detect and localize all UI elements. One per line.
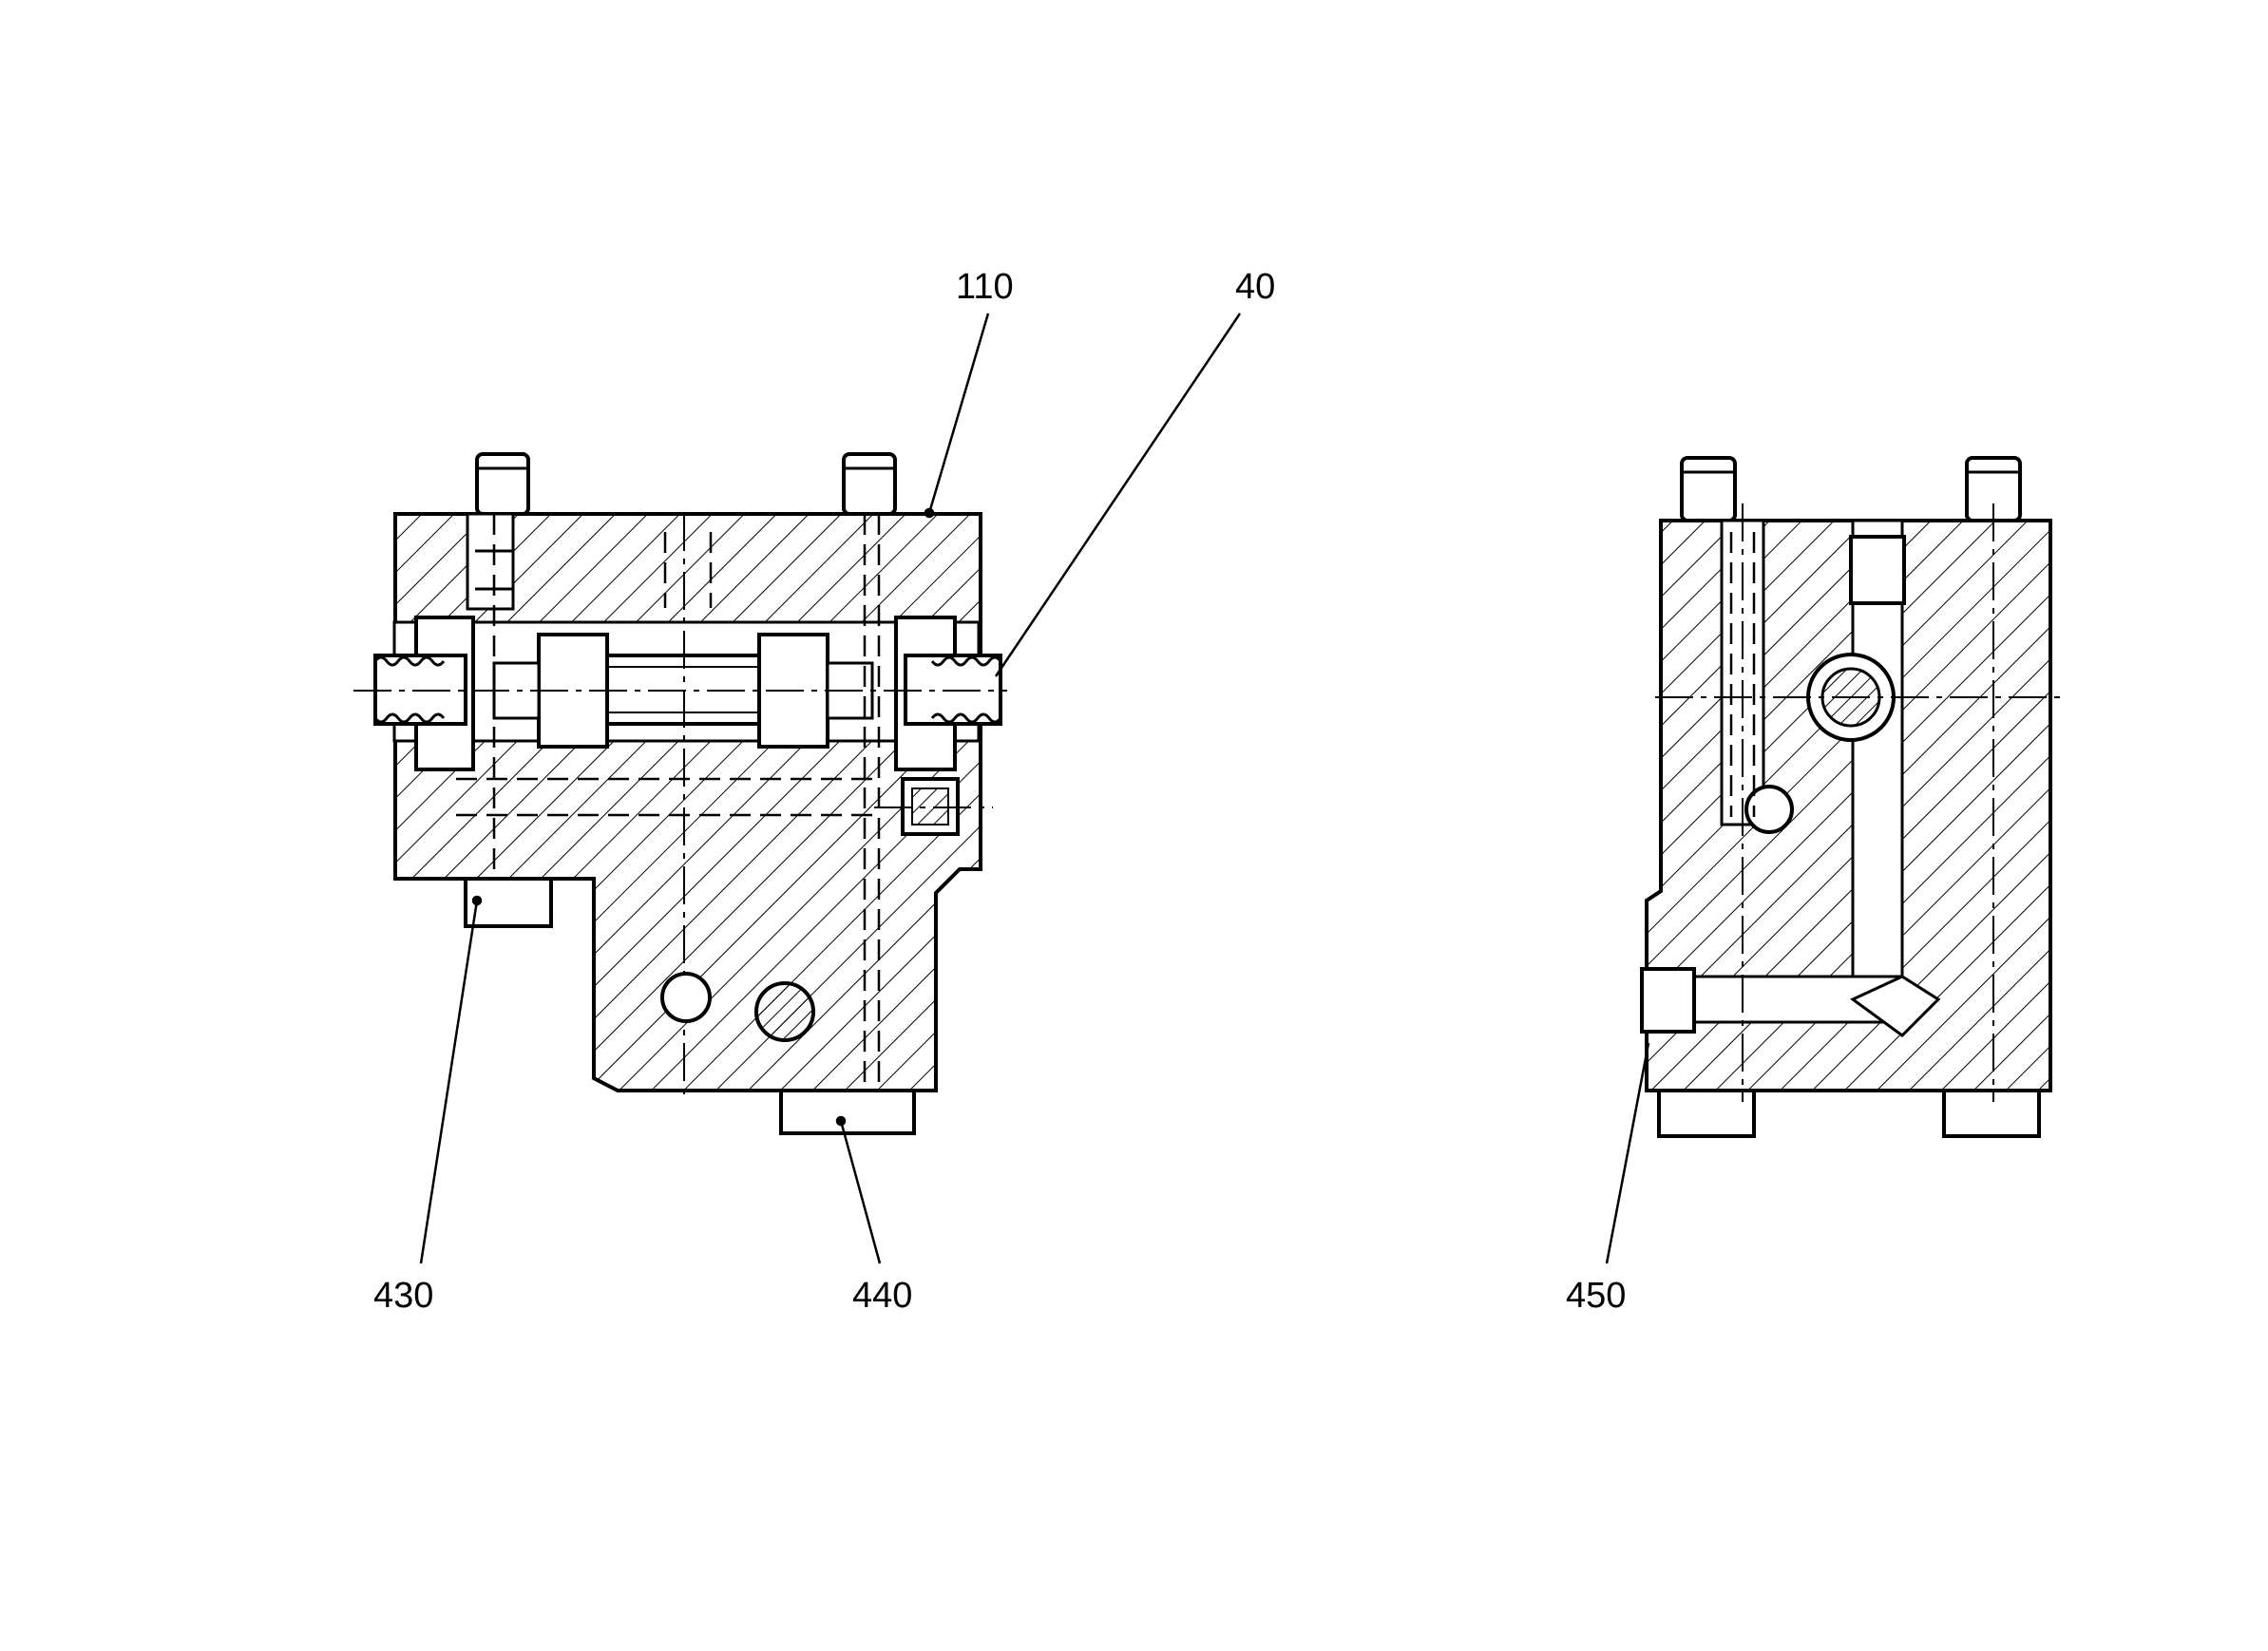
left-port-plugged	[754, 981, 815, 1042]
boss-440	[779, 1089, 916, 1135]
right-view	[1640, 456, 2064, 1138]
left-view	[353, 452, 1007, 1135]
leader-40	[994, 313, 1242, 677]
right-end-plug	[894, 616, 1002, 836]
left-end-plug	[373, 616, 475, 771]
ref-label-440: 440	[852, 1276, 913, 1316]
leader-110	[927, 313, 990, 514]
ref-label-450: 450	[1566, 1276, 1627, 1316]
left-bolt-shank	[466, 512, 515, 611]
left-hidden-lines	[456, 514, 881, 1091]
bore-junction-cone	[1850, 975, 1941, 1037]
leader-450	[1605, 1042, 1650, 1264]
leader-430	[419, 900, 479, 1264]
right-port-open	[1744, 785, 1794, 834]
ref-label-430: 430	[373, 1276, 434, 1316]
left-port-open	[660, 972, 712, 1023]
ref-label-110: 110	[956, 267, 1014, 307]
ref-label-40: 40	[1235, 267, 1276, 307]
left-top-bolts	[475, 452, 897, 516]
leader-lines	[419, 313, 1650, 1264]
leader-440	[839, 1120, 882, 1264]
